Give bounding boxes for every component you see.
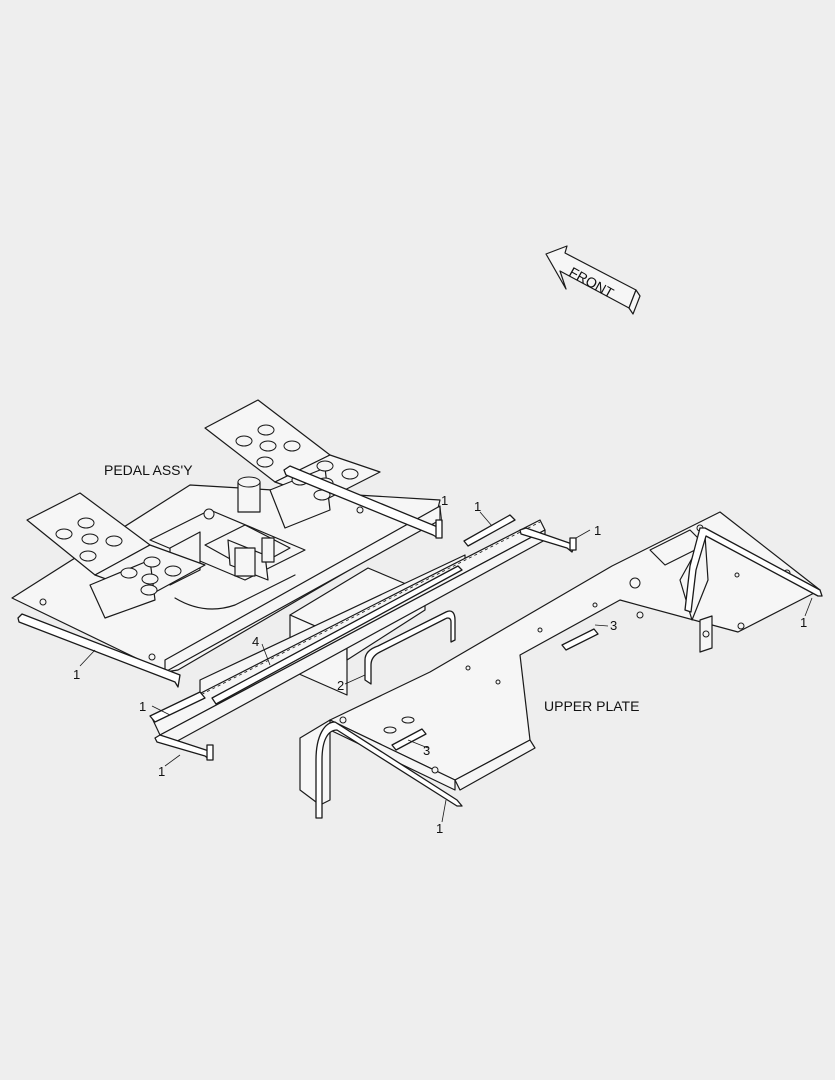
front-arrow: FRONT (545, 245, 641, 315)
part-4-strip (211, 565, 463, 705)
rods-upper-plate (315, 527, 823, 819)
upper-plate-label: UPPER PLATE (544, 698, 639, 714)
callout-1a: 1 (441, 493, 448, 508)
pedal-assembly (11, 399, 441, 673)
callout-2: 2 (337, 678, 344, 693)
callout-3b: 3 (423, 743, 430, 758)
callout-1b: 1 (474, 499, 481, 514)
callout-3a: 3 (610, 618, 617, 633)
pedal-assy-label: PEDAL ASS'Y (104, 462, 193, 478)
callout-1e: 1 (139, 699, 146, 714)
callout-1d: 1 (73, 667, 80, 682)
callout-1c: 1 (594, 523, 601, 538)
callout-4: 4 (252, 634, 259, 649)
callout-1h: 1 (800, 615, 807, 630)
part-2-handle (364, 610, 456, 685)
rods-middle (149, 514, 577, 761)
callouts: 1 1 1 1 1 1 1 1 2 3 3 4 (73, 493, 807, 836)
leader-lines (79, 505, 813, 823)
rods-pedal-assy (17, 465, 443, 688)
callout-1g: 1 (436, 821, 443, 836)
callout-1f: 1 (158, 764, 165, 779)
